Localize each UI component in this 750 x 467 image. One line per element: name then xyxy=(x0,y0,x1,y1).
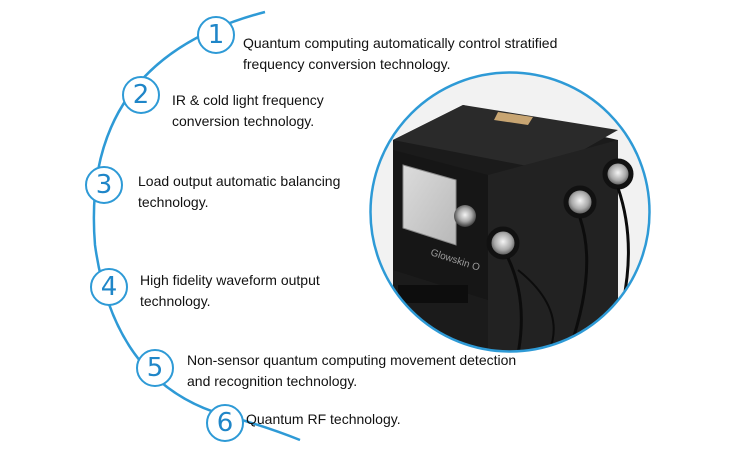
feature-line: High fidelity waveform output xyxy=(140,272,320,288)
feature-line: Quantum RF technology. xyxy=(246,411,401,427)
feature-line: conversion technology. xyxy=(172,113,315,129)
feature-number-badge-1: 1 xyxy=(197,16,235,54)
device-top xyxy=(393,105,618,170)
feature-text-2: IR & cold light frequency conversion tec… xyxy=(172,90,324,132)
feature-line: technology. xyxy=(138,194,209,210)
feature-line: and recognition technology. xyxy=(187,373,358,389)
feature-text-5: Non-sensor quantum computing movement de… xyxy=(187,350,516,392)
feature-line: frequency conversion technology. xyxy=(243,56,451,72)
device-image: Glowskin O xyxy=(369,71,651,353)
feature-text-1: Quantum computing automatically control … xyxy=(243,33,557,75)
product-photo: Glowskin O xyxy=(368,70,652,354)
feature-line: Non-sensor quantum computing movement de… xyxy=(187,352,517,368)
feature-number-badge-2: 2 xyxy=(122,76,160,114)
device-screen xyxy=(402,164,457,246)
device-knob xyxy=(454,205,476,227)
feature-text-3: Load output automatic balancing technolo… xyxy=(138,171,340,213)
photo-frame xyxy=(369,71,651,353)
feature-number-badge-5: 5 xyxy=(136,349,174,387)
feature-number-badge-4: 4 xyxy=(90,268,128,306)
feature-number-badge-3: 3 xyxy=(85,166,123,204)
feature-line: Load output automatic balancing xyxy=(138,173,341,189)
feature-line: IR & cold light frequency xyxy=(172,92,324,108)
feature-number-badge-6: 6 xyxy=(206,404,244,442)
feature-line: Quantum computing automatically control … xyxy=(243,35,558,51)
feature-line: technology. xyxy=(140,293,211,309)
feature-text-6: Quantum RF technology. xyxy=(246,409,401,430)
feature-text-4: High fidelity waveform output technology… xyxy=(140,270,320,312)
